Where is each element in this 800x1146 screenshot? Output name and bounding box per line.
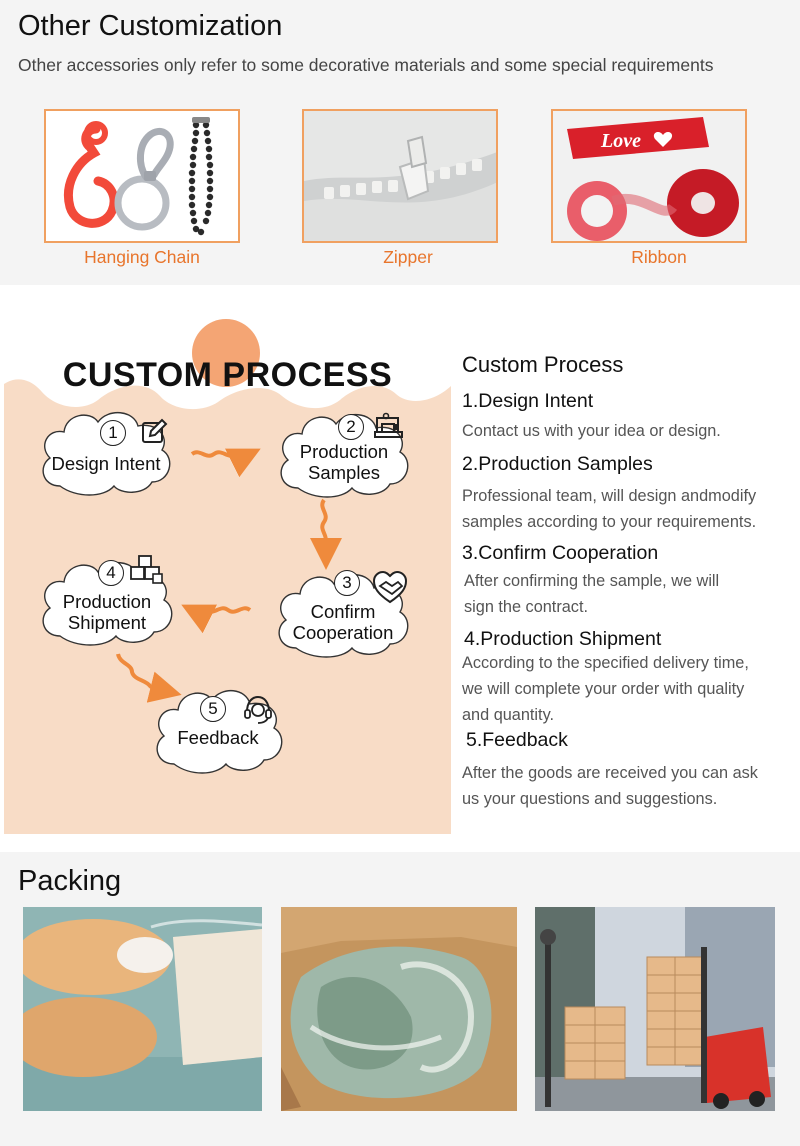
cloud-shape — [42, 412, 171, 496]
step-3-label-line2: Cooperation — [292, 622, 394, 643]
headset-support-icon — [244, 695, 272, 724]
packing-photo-plush-bags[interactable] — [23, 907, 262, 1111]
zipper-image — [304, 111, 496, 241]
accessory-card-hanging-chain[interactable] — [44, 109, 240, 243]
cloud-shape — [278, 574, 409, 658]
arrow-4-to-5 — [116, 653, 182, 703]
process-step-5-heading: 5.Feedback — [466, 729, 568, 751]
ribbon-love-text: Love — [600, 130, 641, 152]
step-1-label: Design Intent — [51, 453, 161, 474]
process-step-2-text-line1: Professional team, will design andmodify — [462, 487, 757, 505]
accessory-card-ribbon[interactable]: Love — [551, 109, 747, 243]
process-step-1-text: Contact us with your idea or design. — [462, 422, 721, 440]
arrow-1-to-2 — [190, 448, 261, 478]
process-step-4: 4 Production Shipment — [36, 554, 178, 648]
arrow-2-to-3 — [309, 498, 342, 570]
step-2-number: 2 — [338, 414, 364, 440]
accessory-label-zipper: Zipper — [383, 247, 433, 267]
process-step-3-heading: 3.Confirm Cooperation — [462, 542, 659, 564]
custom-process-text: Custom Process 1.Design Intent Contact u… — [452, 308, 800, 834]
packing-image-3 — [535, 907, 775, 1111]
process-step-5: 5 Feedback — [150, 684, 286, 776]
process-step-4-text-line2: we will complete your order with quality — [462, 680, 745, 698]
process-step-2-heading: 2.Production Samples — [462, 453, 653, 475]
sewing-machine-icon — [374, 412, 403, 438]
handshake-heart-icon — [372, 570, 408, 604]
process-step-2: 2 Production Samples — [274, 406, 414, 500]
accessory-label-ribbon: Ribbon — [631, 247, 687, 267]
process-step-5-text-line1: After the goods are received you can ask — [462, 764, 758, 782]
custom-process-graphic: CUSTOM PROCESS 1 Design Intent 2 — [4, 308, 451, 834]
accessory-label-hanging-chain: Hanging Chain — [84, 247, 200, 267]
process-step-2-text-line2: samples according to your requirements. — [462, 513, 757, 531]
step-4-label-line1: Production — [62, 591, 152, 612]
section-title-packing: Packing — [18, 865, 122, 897]
step-5-number: 5 — [200, 696, 226, 722]
step-2-label-line2: Samples — [308, 462, 380, 483]
section-title-customization: Other Customization — [18, 10, 283, 42]
custom-process-banner-title: CUSTOM PROCESS — [62, 356, 393, 394]
packing-section: Packing — [0, 852, 800, 1146]
packing-photo-carton-box[interactable] — [281, 907, 517, 1111]
process-text-title: Custom Process — [462, 352, 624, 377]
boxes-icon — [130, 555, 163, 584]
step-3-label-line1: Confirm — [310, 601, 376, 622]
step-4-label-line2: Shipment — [67, 612, 147, 633]
step-1-number: 1 — [100, 420, 126, 446]
process-step-3: 3 Confirm Cooperation — [272, 564, 414, 660]
flow-arrows — [116, 448, 342, 703]
packing-photo-forklift-shipment[interactable] — [535, 907, 775, 1111]
packing-image-1 — [23, 907, 262, 1111]
wave-decoration — [4, 308, 451, 410]
arrow-3-to-4 — [181, 604, 252, 634]
process-step-1: 1 Design Intent — [36, 406, 176, 498]
section-subtitle-customization: Other accessories only refer to some dec… — [18, 55, 714, 75]
edit-icon — [142, 418, 168, 443]
step-4-number: 4 — [98, 560, 124, 586]
process-step-5-text-line2: us your questions and suggestions. — [462, 790, 718, 808]
process-step-1-heading: 1.Design Intent — [462, 390, 594, 412]
accessory-card-zipper[interactable] — [302, 109, 498, 243]
packing-image-2 — [281, 907, 517, 1111]
other-customization-section: Other Customization Other accessories on… — [0, 0, 800, 285]
process-step-3-text-line1: After confirming the sample, we will — [464, 572, 720, 590]
step-3-number: 3 — [334, 570, 360, 596]
process-step-4-text-line3: and quantity. — [462, 706, 555, 724]
process-step-3-text-line2: sign the contract. — [464, 598, 588, 616]
step-5-label: Feedback — [177, 727, 259, 748]
process-step-4-heading: 4.Production Shipment — [464, 628, 662, 650]
step-2-label-line1: Production — [299, 441, 389, 462]
ribbon-image: Love — [553, 111, 745, 241]
hanging-chain-image — [46, 111, 238, 241]
process-step-4-text-line1: According to the specified delivery time… — [462, 654, 749, 672]
